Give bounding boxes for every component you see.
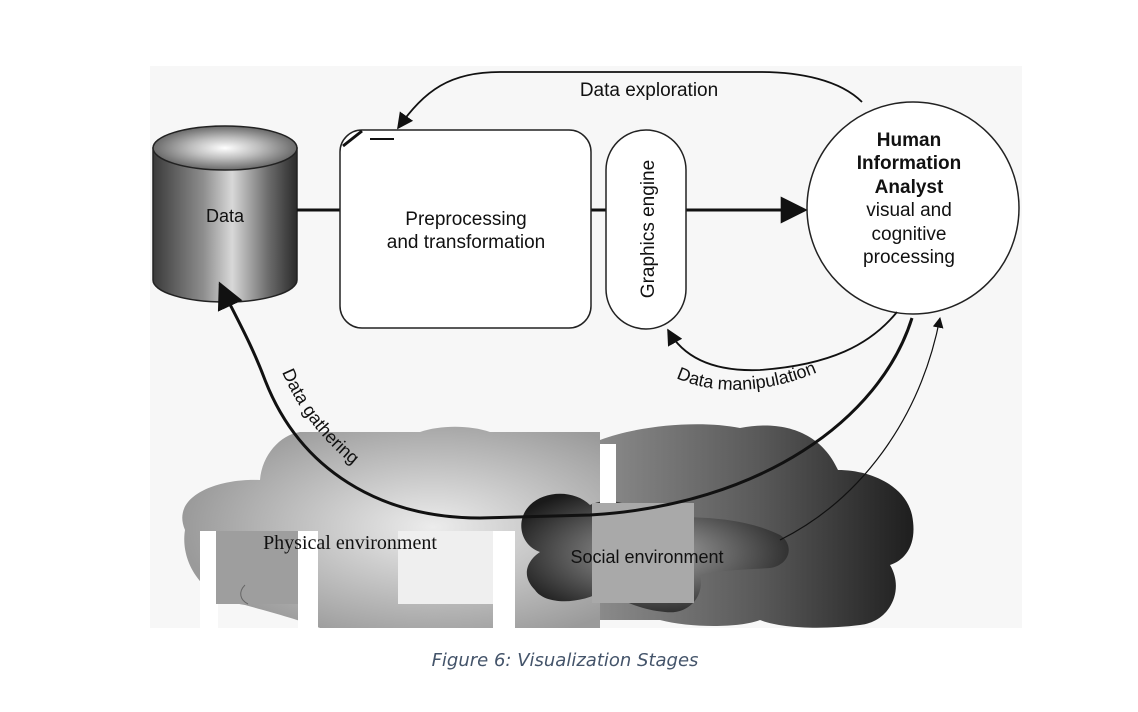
preprocessing-label-line1: Preprocessing — [405, 209, 526, 230]
figure-caption: Figure 6: Visualization Stages — [431, 650, 699, 671]
analyst-sub-line3: processing — [863, 247, 955, 268]
social-to-analyst-arrow — [779, 316, 944, 541]
scan-artifact — [298, 531, 318, 628]
data-exploration-arrow — [397, 71, 863, 130]
graphics-engine-label: Graphics engine — [638, 160, 659, 298]
scan-artifact — [216, 531, 298, 604]
scan-artifact — [493, 531, 515, 628]
data-exploration-label: Data exploration — [580, 80, 718, 101]
scan-artifact-stroke — [240, 584, 249, 605]
data-manipulation-arrow — [667, 311, 898, 371]
scan-artifact — [600, 444, 616, 506]
preprocessing-box[interactable]: Preprocessing and transformation — [339, 129, 592, 329]
scan-artifact-mark — [342, 129, 363, 148]
scan-artifact — [200, 531, 218, 628]
analyst-title-line1: Human — [877, 130, 941, 151]
analyst-title-line2: Information — [857, 153, 962, 174]
preprocessing-label-line2: and transformation — [387, 232, 545, 253]
data-store-label: Data — [206, 206, 245, 226]
scan-artifact — [592, 503, 694, 603]
analyst-sub-line2: cognitive — [872, 224, 947, 245]
human-analyst-circle[interactable]: Human Information Analyst visual and cog… — [806, 101, 1020, 315]
data-store-cylinder[interactable]: Data — [152, 125, 298, 303]
physical-environment-label[interactable]: Physical environment — [263, 532, 437, 554]
scan-artifact — [398, 531, 493, 604]
data-gathering-arrow — [217, 281, 914, 520]
social-environment-label[interactable]: Social environment — [570, 547, 723, 567]
graphics-engine-box[interactable]: Graphics engine — [605, 129, 687, 330]
analyst-title-line3: Analyst — [875, 177, 944, 198]
analyst-sub-line1: visual and — [866, 200, 952, 221]
